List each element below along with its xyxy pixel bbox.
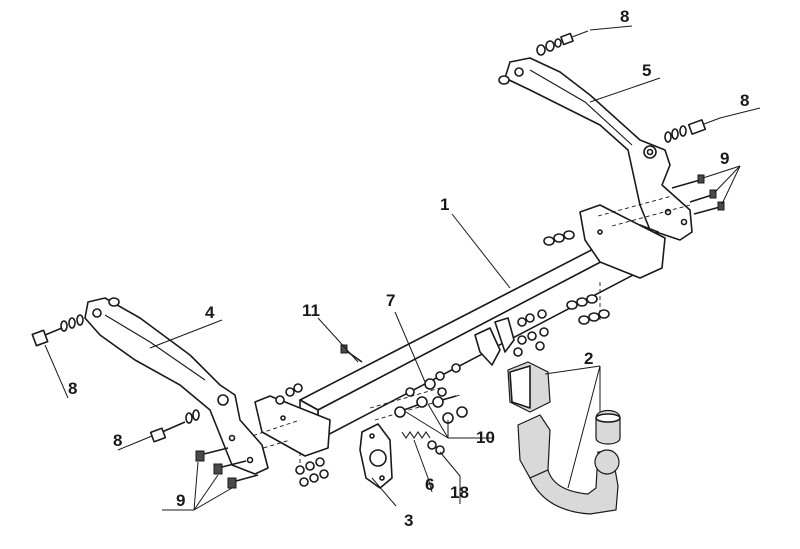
left-bracket xyxy=(84,297,269,475)
callout-7: 7 xyxy=(386,291,395,310)
spring-6 xyxy=(401,431,445,455)
callout-9-left: 9 xyxy=(176,491,185,510)
left-top-bolt-set xyxy=(31,297,120,347)
right-nut-groups xyxy=(543,230,610,325)
leader-lines xyxy=(44,25,761,511)
left-nut-groups xyxy=(275,383,329,487)
callout-4: 4 xyxy=(205,303,215,322)
callout-8-right: 8 xyxy=(740,91,749,110)
left-bolts-9 xyxy=(195,447,259,489)
callout-1: 1 xyxy=(440,195,449,214)
main-crossbar xyxy=(254,204,666,457)
right-bracket xyxy=(504,57,693,241)
callout-3: 3 xyxy=(404,511,413,530)
right-bolts-9 xyxy=(671,174,725,215)
callout-8-left-top: 8 xyxy=(68,379,77,398)
center-bolts xyxy=(513,309,549,357)
callout-8-left-middle: 8 xyxy=(113,431,122,450)
callout-18: 18 xyxy=(450,483,469,502)
callout-11: 11 xyxy=(302,301,320,320)
left-middle-bolt-set xyxy=(149,409,200,443)
top-bolt-set xyxy=(498,30,589,85)
socket-plate-3 xyxy=(359,423,393,489)
right-bolt-set xyxy=(664,117,721,143)
bolt-11 xyxy=(340,344,363,363)
callout-10: 10 xyxy=(476,428,495,447)
callout-5: 5 xyxy=(642,61,651,80)
callouts: 8 5 8 9 1 4 11 7 2 8 8 10 9 6 18 3 xyxy=(68,7,749,530)
clip-7 xyxy=(405,378,447,397)
bolts-10 xyxy=(394,395,468,424)
ball-mount-2 xyxy=(507,361,621,515)
callout-6: 6 xyxy=(425,475,434,494)
callout-9-right: 9 xyxy=(720,149,729,168)
callout-8-top: 8 xyxy=(620,7,629,26)
callout-2: 2 xyxy=(584,349,593,368)
